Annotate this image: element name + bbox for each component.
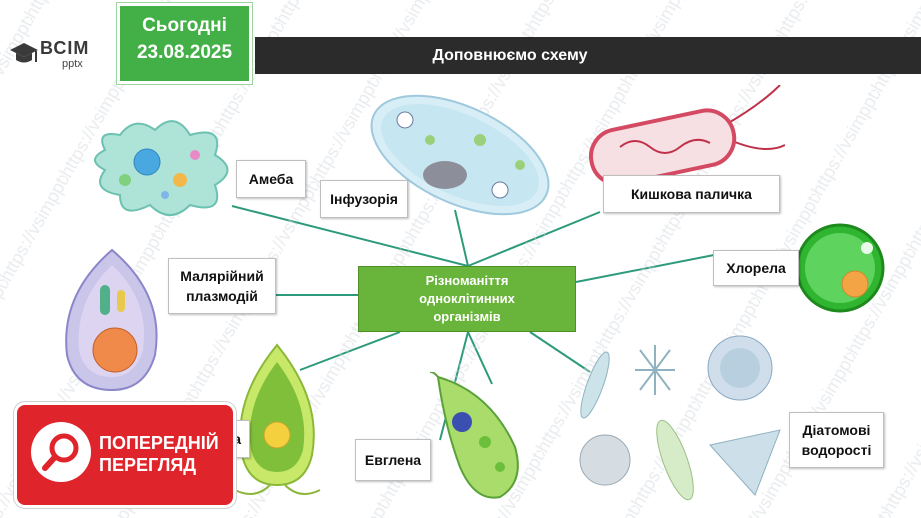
chlorella-image bbox=[795, 223, 885, 313]
label-plasmodium-line1: Малярійний bbox=[180, 268, 264, 284]
label-ameba-text: Амеба bbox=[248, 171, 294, 187]
plasmodium-image bbox=[65, 248, 158, 392]
label-diatoms-line1: Діатомові bbox=[802, 422, 871, 438]
preview-line2: ПЕРЕГЛЯД bbox=[99, 455, 197, 475]
label-chlorella: Хлорела bbox=[713, 250, 799, 286]
label-infusoria-text: Інфузорія bbox=[330, 191, 398, 207]
center-node: Різноманіття одноклітинних організмів bbox=[358, 266, 576, 332]
center-line2: одноклітинних bbox=[419, 291, 515, 306]
date-badge: Сьогодні 23.08.2025 bbox=[117, 3, 252, 84]
logo-name: ВСІМ bbox=[40, 38, 90, 58]
graduation-cap-icon bbox=[10, 43, 38, 63]
label-euglena-text: Евглена bbox=[364, 452, 422, 468]
date-value: 23.08.2025 bbox=[136, 42, 233, 63]
label-plasmodium: Малярійний плазмодій bbox=[168, 258, 276, 314]
infusoria-image bbox=[370, 94, 550, 216]
slide-title: Доповнюємо схему bbox=[432, 47, 588, 64]
title-bar bbox=[255, 37, 921, 74]
chlamydomonas-image bbox=[234, 343, 321, 495]
preview-label: ПОПЕРЕДНІЙ ПЕРЕГЛЯД bbox=[99, 432, 219, 476]
label-diatoms-line2: водорості bbox=[801, 442, 872, 458]
date-label: Сьогодні bbox=[142, 15, 227, 36]
ameba-image bbox=[94, 120, 229, 216]
label-infusoria: Інфузорія bbox=[320, 180, 408, 218]
label-plasmodium-line2: плазмодій bbox=[186, 288, 258, 304]
ecoli-image bbox=[588, 85, 785, 187]
label-euglena: Евглена bbox=[355, 439, 431, 481]
label-diatoms: Діатомові водорості bbox=[789, 412, 884, 468]
label-ecoli-text: Кишкова паличка bbox=[631, 186, 752, 202]
label-ameba: Амеба bbox=[236, 160, 306, 198]
euglena-image bbox=[430, 372, 519, 499]
center-line1: Різноманіття bbox=[425, 273, 509, 288]
diatoms-image bbox=[579, 335, 781, 501]
logo-sub: pptx bbox=[62, 58, 83, 70]
magnifier-icon bbox=[31, 422, 91, 482]
center-line3: організмів bbox=[433, 309, 501, 324]
label-chlorella-text: Хлорела bbox=[726, 260, 786, 276]
label-ecoli: Кишкова паличка bbox=[603, 175, 780, 213]
preview-line1: ПОПЕРЕДНІЙ bbox=[99, 433, 219, 453]
